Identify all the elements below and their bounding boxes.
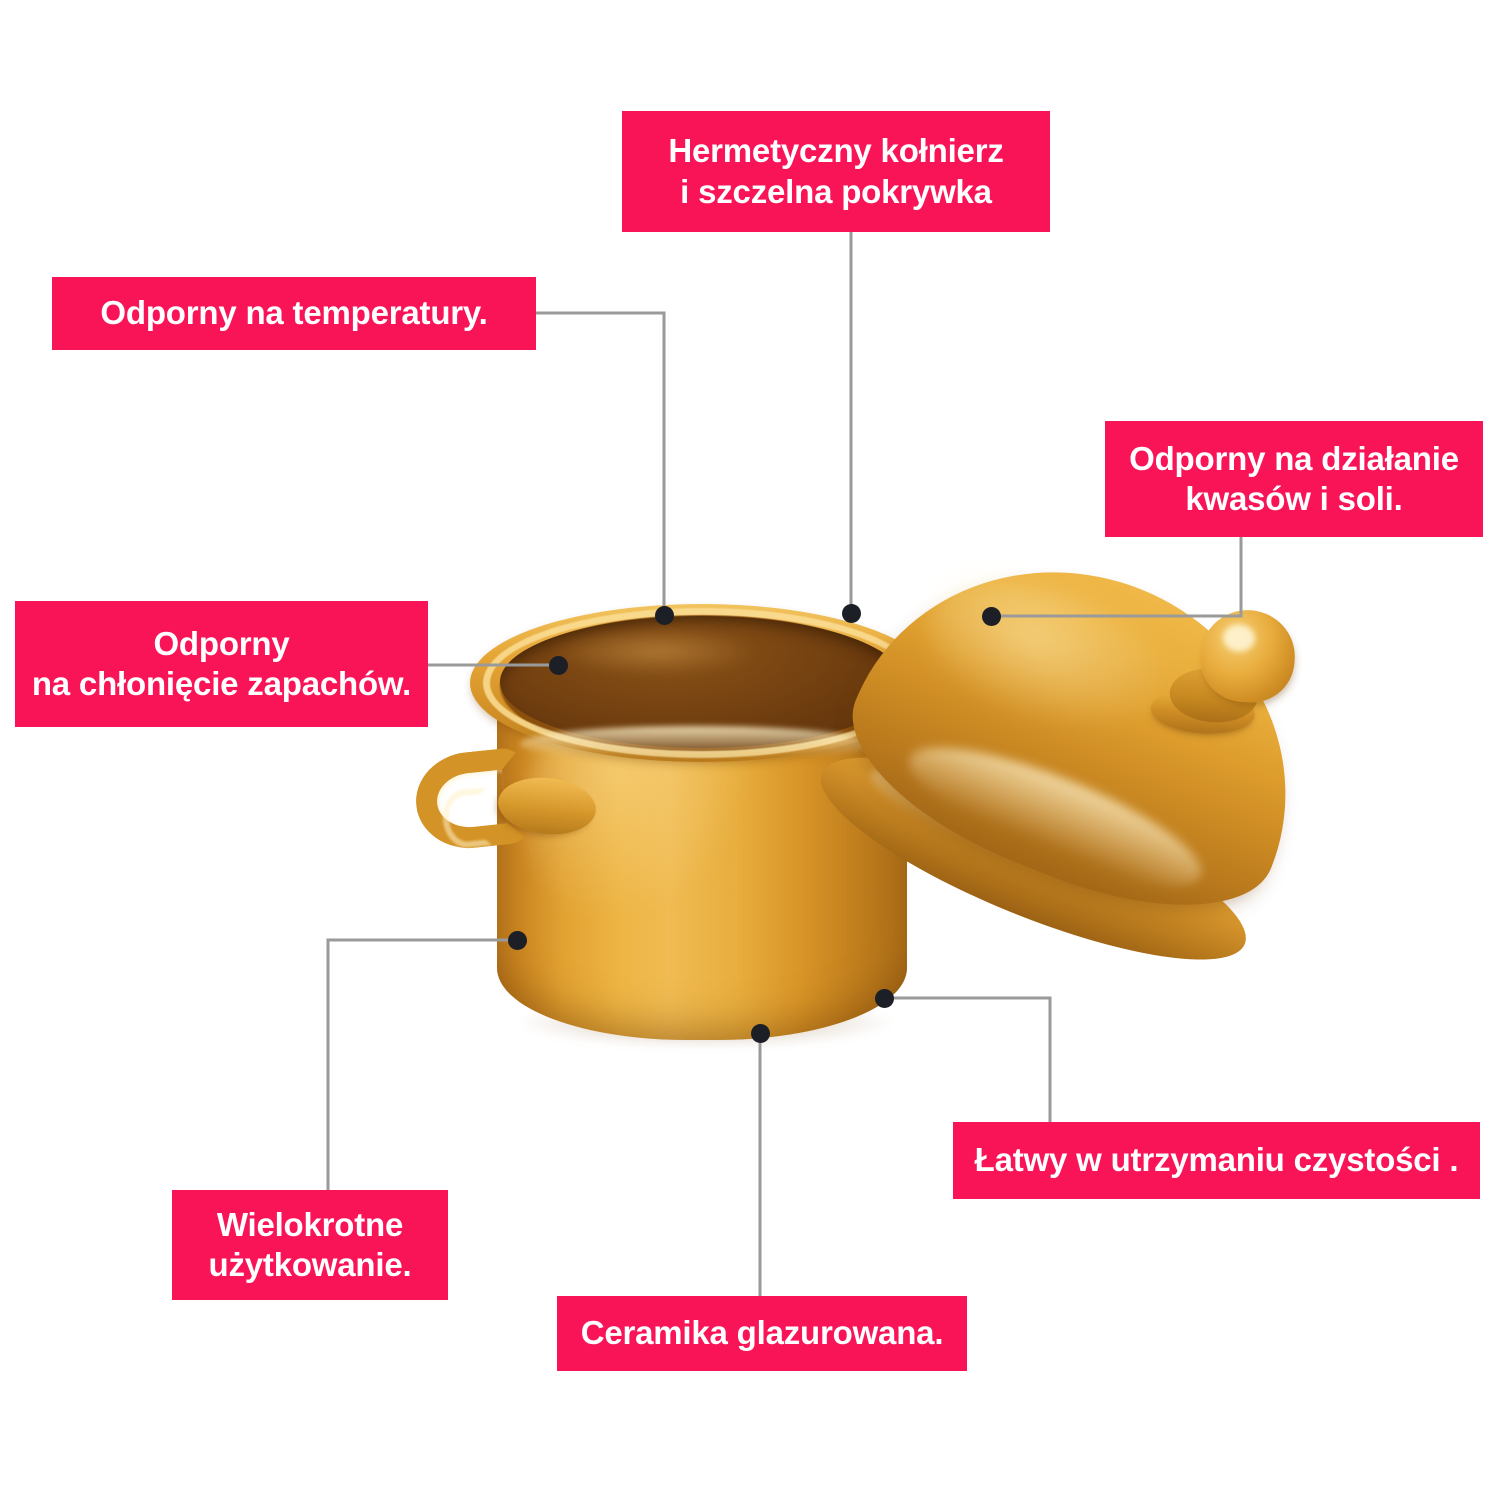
anchor-dot-ceramika — [751, 1024, 770, 1043]
callout-zapachow-text: Odporny na chłonięcie zapachów. — [31, 624, 412, 702]
callout-kwasow-text: Odporny na działanie kwasów i soli. — [1129, 439, 1459, 517]
callout-zapachow: Odporny na chłonięcie zapachów. — [15, 601, 428, 727]
callout-latwy: Łatwy w utrzymaniu czystości . — [953, 1122, 1480, 1199]
callout-wielokrotne-text: Wielokrotne użytkowanie. — [208, 1205, 412, 1283]
anchor-dot-kwasow — [982, 607, 1001, 626]
callout-temperatury-text: Odporny na temperatury. — [100, 294, 488, 332]
callout-ceramika-text: Ceramika glazurowana. — [580, 1314, 944, 1352]
callout-kwasow: Odporny na działanie kwasów i soli. — [1105, 421, 1483, 537]
anchor-dot-temperatury — [655, 606, 674, 625]
lid-dome — [821, 505, 1350, 952]
callout-temperatury: Odporny na temperatury. — [52, 277, 536, 350]
callout-wielokrotne: Wielokrotne użytkowanie. — [172, 1190, 448, 1300]
anchor-dot-zapachow — [549, 656, 568, 675]
anchor-dot-wielokrotne — [508, 931, 527, 950]
callout-hermetyczny: Hermetyczny kołnierz i szczelna pokrywka — [622, 111, 1050, 232]
pot-collar-highlight — [520, 726, 870, 762]
callout-latwy-text: Łatwy w utrzymaniu czystości . — [974, 1141, 1459, 1179]
anchor-dot-hermetyczny — [842, 604, 861, 623]
callout-hermetyczny-text: Hermetyczny kołnierz i szczelna pokrywka — [668, 132, 1004, 210]
callout-ceramika: Ceramika glazurowana. — [557, 1296, 967, 1371]
anchor-dot-latwy — [875, 989, 894, 1008]
